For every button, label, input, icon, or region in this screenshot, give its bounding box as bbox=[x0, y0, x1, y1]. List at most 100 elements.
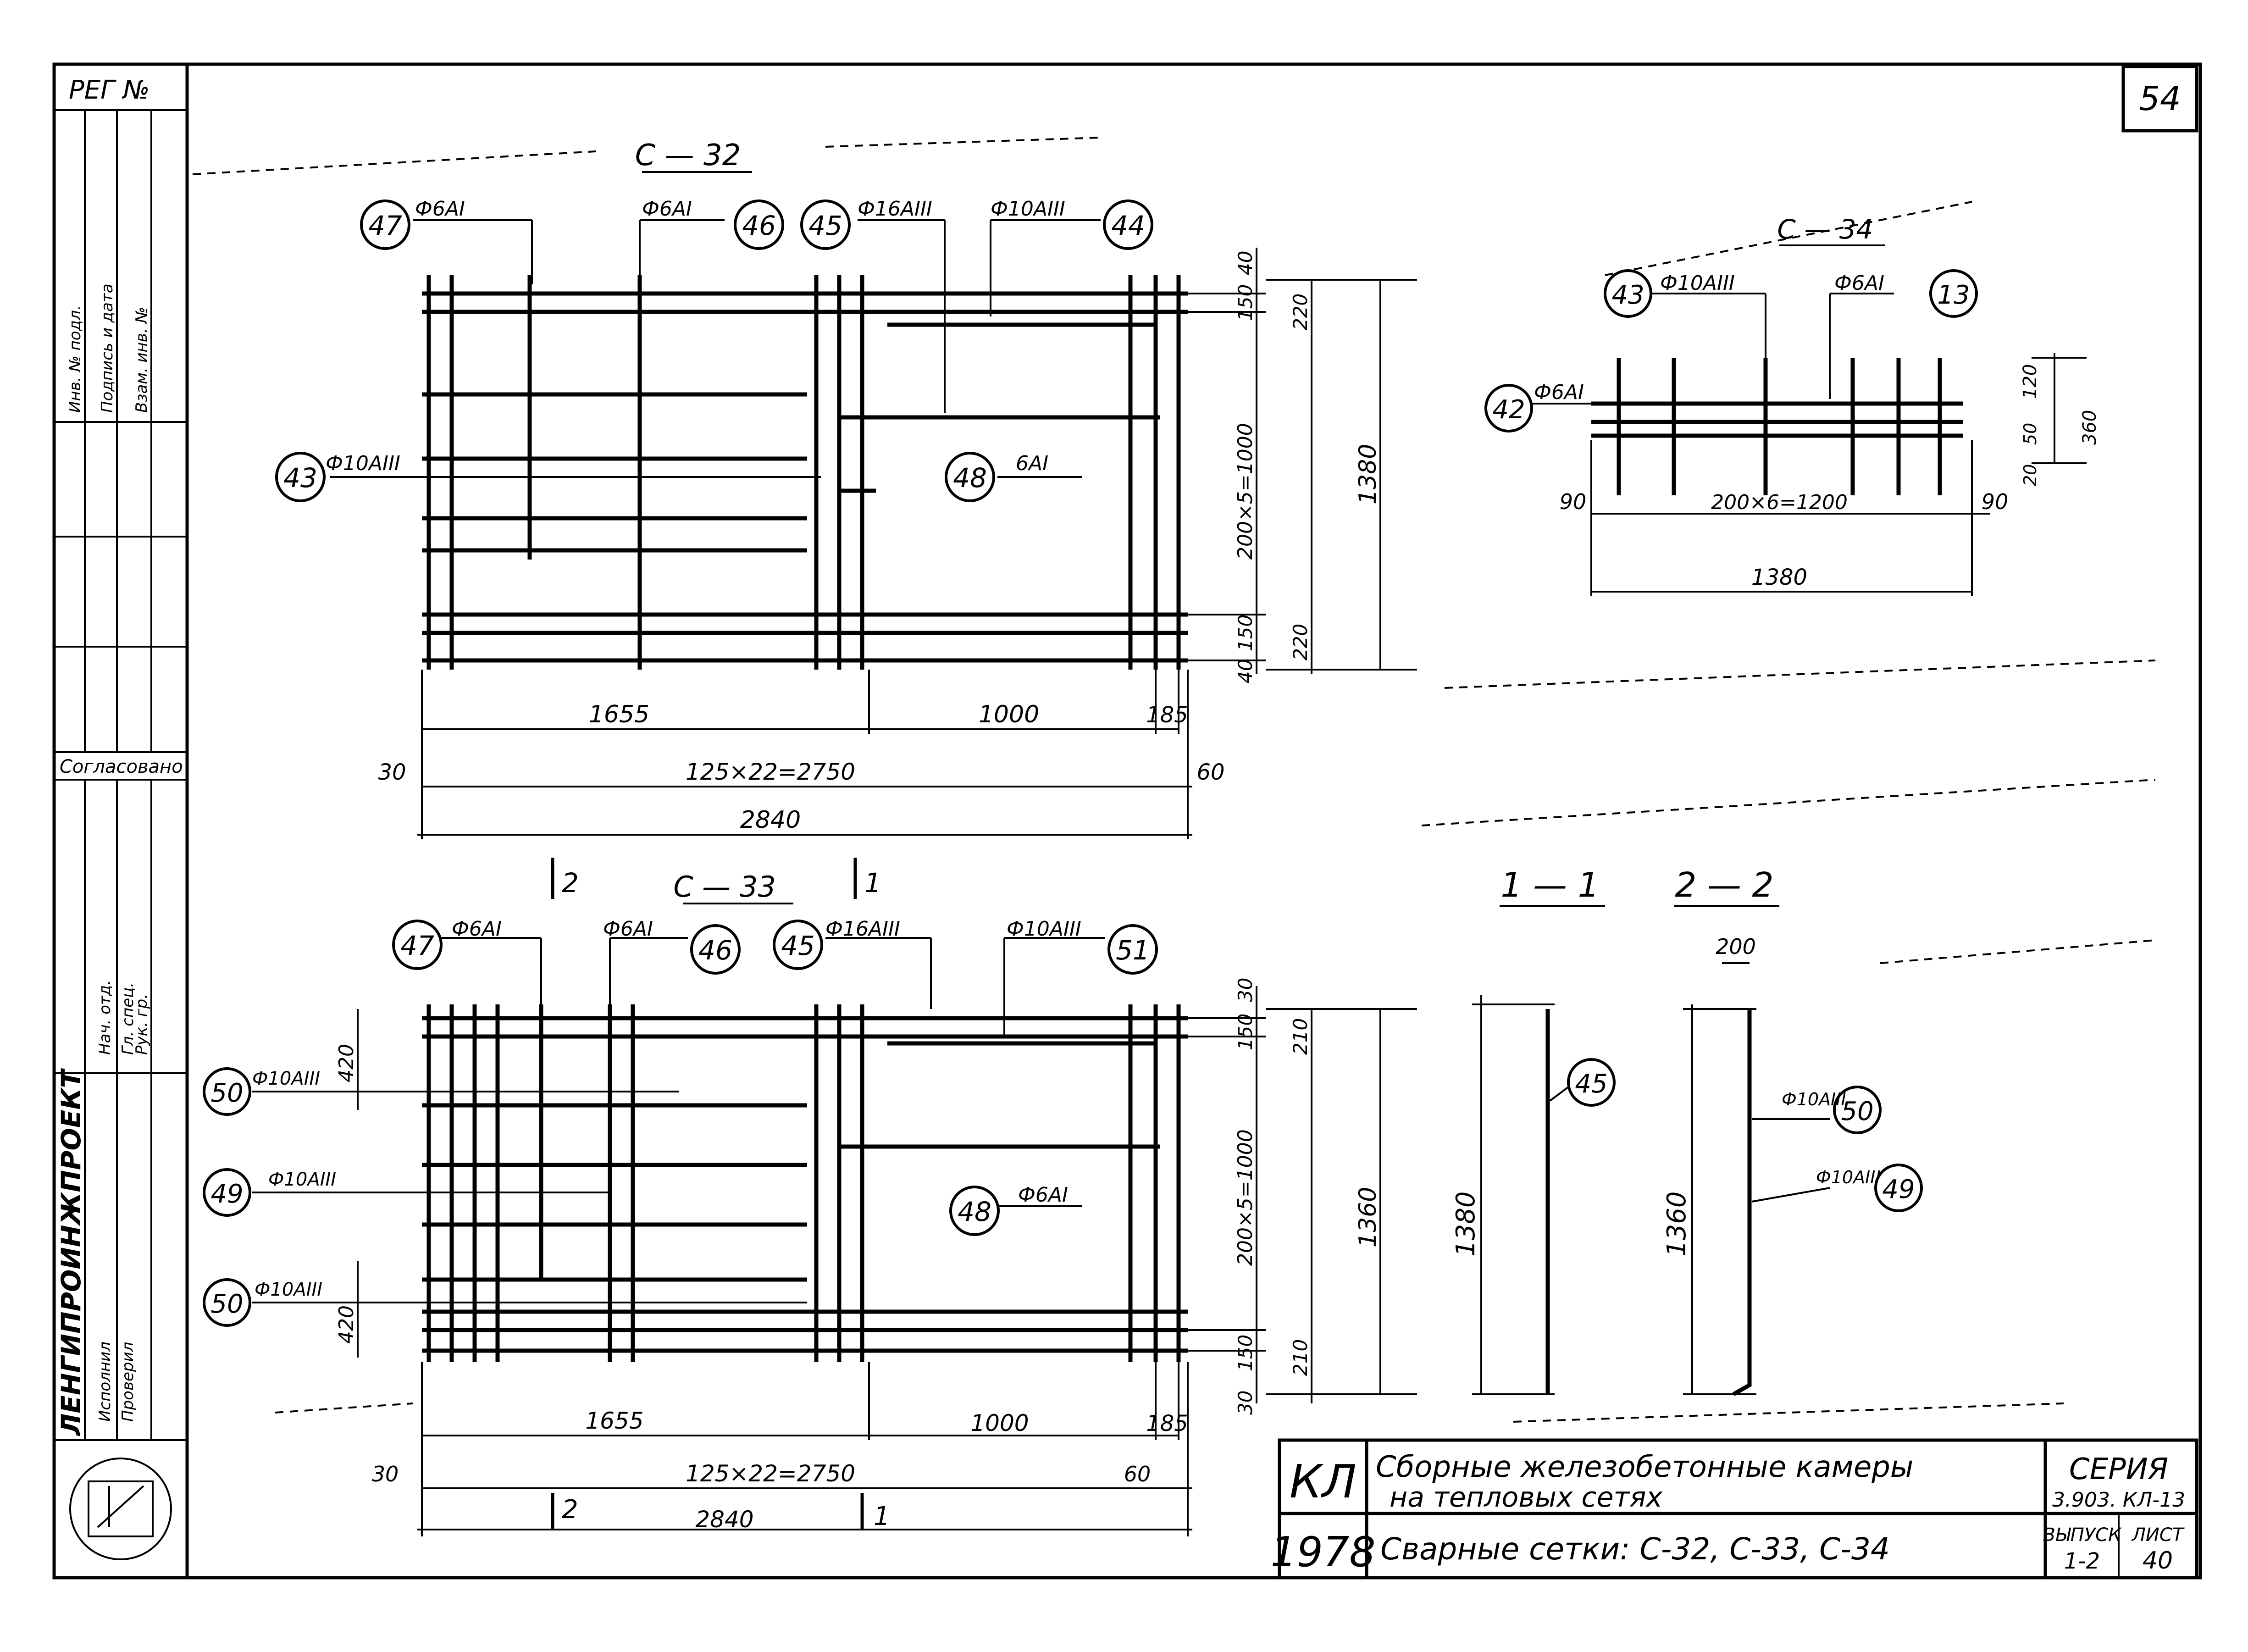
c33-spec-50b: Ф10АIII bbox=[255, 1279, 322, 1300]
c33-spec-51: Ф10АIII bbox=[1007, 917, 1081, 941]
c33-dim-r-210b: 210 bbox=[1289, 1339, 1312, 1376]
section-22-spec-50: Ф10АIII bbox=[1782, 1089, 1846, 1109]
c33-dim-r-210a: 210 bbox=[1289, 1018, 1312, 1055]
c32-dim-b-1000: 1000 bbox=[979, 701, 1039, 728]
c32-dim-b-60: 60 bbox=[1196, 759, 1224, 785]
c32-dim-r-220a: 220 bbox=[1289, 294, 1312, 330]
c32-dim-b-1655: 1655 bbox=[589, 701, 649, 728]
c32-dim-r-top: 40 bbox=[1234, 251, 1257, 275]
c32-dim-r-mid: 200×5=1000 bbox=[1234, 423, 1257, 560]
c34-dim-b-step: 200×6=1200 bbox=[1711, 491, 1848, 514]
c32-spec-45: Ф16АIII bbox=[858, 197, 932, 221]
org-logo-icon bbox=[69, 1458, 172, 1560]
c32-callout-48: 48 bbox=[953, 462, 987, 493]
c32-callout-47: 47 bbox=[368, 210, 402, 241]
tb-issue-value: 1-2 bbox=[2064, 1548, 2100, 1574]
tb-series-label: СЕРИЯ bbox=[2069, 1452, 2168, 1486]
c33-dim-r-top: 30 bbox=[1234, 978, 1257, 1002]
sheet-number: 54 bbox=[2139, 79, 2181, 118]
c32-callout-45: 45 bbox=[808, 210, 842, 241]
section-22-top: 200 bbox=[1716, 934, 1756, 959]
approval-label: Согласовано bbox=[60, 756, 183, 777]
c32-dim-b-30: 30 bbox=[378, 759, 406, 785]
c33-dim-r-150a: 150 bbox=[1234, 1014, 1257, 1050]
c33-dim-l-420a: 420 bbox=[335, 1044, 358, 1082]
tb-sheet-label: ЛИСТ bbox=[2131, 1524, 2185, 1546]
c33-callout-49: 49 bbox=[210, 1179, 243, 1209]
c33-dim-b-1000: 1000 bbox=[970, 1410, 1029, 1436]
guide-dashes bbox=[192, 137, 2156, 1423]
c34-title: С — 34 bbox=[1777, 214, 1873, 245]
c33-callout-48: 48 bbox=[958, 1196, 991, 1227]
c32-spec-48: 6АI bbox=[1016, 452, 1048, 475]
sections: 1 — 1 2 — 2 45 1380 200 1360 50 Ф10АIII … bbox=[1451, 865, 1923, 1396]
c32-title: С — 32 bbox=[635, 139, 741, 172]
c32-dim-r-150b: 150 bbox=[1234, 615, 1257, 651]
c33-bottom-mark-1: 1 bbox=[874, 1502, 890, 1531]
entry-label-1: Подпись и дата bbox=[98, 283, 116, 413]
c33-callout-46: 46 bbox=[698, 935, 732, 966]
org-name: ЛЕНГИПРОИНЖПРОЕКТ bbox=[55, 1068, 87, 1436]
c32-spec-44: Ф10АIII bbox=[991, 197, 1065, 221]
c32-dim-b-step: 125×22=2750 bbox=[686, 759, 855, 785]
c33-dim-r-150b: 150 bbox=[1234, 1335, 1257, 1371]
c33-dim-b-1655: 1655 bbox=[585, 1408, 643, 1434]
c34-dim-b-90a: 90 bbox=[1560, 489, 1587, 514]
c33-callout-50b: 50 bbox=[210, 1289, 243, 1319]
c34-dim-r-120: 120 bbox=[2020, 364, 2041, 399]
c34-callout-42: 42 bbox=[1492, 395, 1525, 425]
c32-dim-b-185: 185 bbox=[1146, 702, 1188, 728]
tb-subtitle: Сварные сетки: С-32, С-33, С-34 bbox=[1380, 1531, 1890, 1567]
title-block: КЛ 1978 Сборные железобетонные камеры на… bbox=[1270, 1438, 2198, 1580]
c33-dim-b-60: 60 bbox=[1124, 1462, 1151, 1486]
drawing-c32: С — 32 bbox=[275, 139, 1417, 839]
c33-callout-47: 47 bbox=[400, 930, 434, 961]
c33-dim-b-185: 185 bbox=[1146, 1411, 1188, 1436]
c33-dim-r-mid: 200×5=1000 bbox=[1234, 1129, 1257, 1266]
c33-spec-47: Ф6АI bbox=[452, 917, 502, 941]
tb-issue-label: ВЫПУСК bbox=[2043, 1524, 2122, 1546]
c33-callout-51: 51 bbox=[1116, 935, 1150, 966]
c34-callout-13: 13 bbox=[1937, 280, 1970, 310]
c34-spec-43: Ф10АIII bbox=[1660, 272, 1735, 295]
section-22-callout-50: 50 bbox=[1841, 1097, 1873, 1126]
entry-label-4: Гл. спец. bbox=[119, 982, 137, 1055]
sheet-number-box bbox=[2121, 65, 2198, 133]
c33-spec-50a: Ф10АIII bbox=[252, 1068, 320, 1089]
c33-dim-b-total: 2840 bbox=[695, 1506, 753, 1533]
entry-label-2: Взам. инв. № bbox=[133, 307, 151, 413]
c33-title: С — 33 bbox=[673, 870, 776, 904]
tb-sheet-value: 40 bbox=[2143, 1547, 2173, 1574]
c33-mark-1: 1 bbox=[864, 867, 881, 898]
c33-dim-r-total: 1360 bbox=[1354, 1187, 1382, 1247]
drawing-c34: С — 34 43 Ф10АIII 13 bbox=[1484, 214, 2100, 596]
c33-callout-50a: 50 bbox=[210, 1078, 243, 1108]
entry-label-6: Исполнил bbox=[96, 1342, 114, 1422]
c32-dim-b-total: 2840 bbox=[740, 806, 801, 834]
c32-spec-47: Ф6АI bbox=[415, 197, 465, 221]
section-11-callout: 45 bbox=[1575, 1069, 1607, 1099]
section-11-height: 1380 bbox=[1451, 1191, 1481, 1257]
drawing-c33: С — 33 2 1 bbox=[203, 858, 1417, 1536]
c32-dim-r-150a: 150 bbox=[1234, 284, 1257, 321]
tb-title-line1: Сборные железобетонные камеры bbox=[1376, 1450, 1913, 1484]
c32-dim-r-total: 1380 bbox=[1354, 444, 1382, 504]
entry-label-3: Нач. отд. bbox=[96, 980, 114, 1055]
c32-callout-46: 46 bbox=[742, 210, 776, 241]
section-22-height: 1360 bbox=[1662, 1191, 1692, 1257]
c34-callout-43: 43 bbox=[1611, 280, 1644, 310]
entry-label-5: Рук. гр. bbox=[133, 994, 151, 1055]
c34-dim-r-50: 50 bbox=[2020, 423, 2040, 445]
c33-spec-48: Ф6АI bbox=[1018, 1183, 1068, 1207]
c32-callout-44: 44 bbox=[1111, 210, 1145, 241]
tb-title-line2: на тепловых сетях bbox=[1390, 1481, 1662, 1513]
c32-spec-46: Ф6АI bbox=[642, 197, 692, 221]
section-22-callout-49: 49 bbox=[1882, 1175, 1915, 1204]
entry-label-0: Инв. № подл. bbox=[66, 305, 84, 413]
c32-callout-43: 43 bbox=[283, 462, 317, 493]
c33-dim-l-420b: 420 bbox=[335, 1305, 358, 1344]
c32-dim-r-bottom: 40 bbox=[1234, 659, 1257, 683]
c33-spec-45: Ф16АIII bbox=[825, 917, 900, 941]
c32-dim-r-220b: 220 bbox=[1289, 624, 1312, 660]
